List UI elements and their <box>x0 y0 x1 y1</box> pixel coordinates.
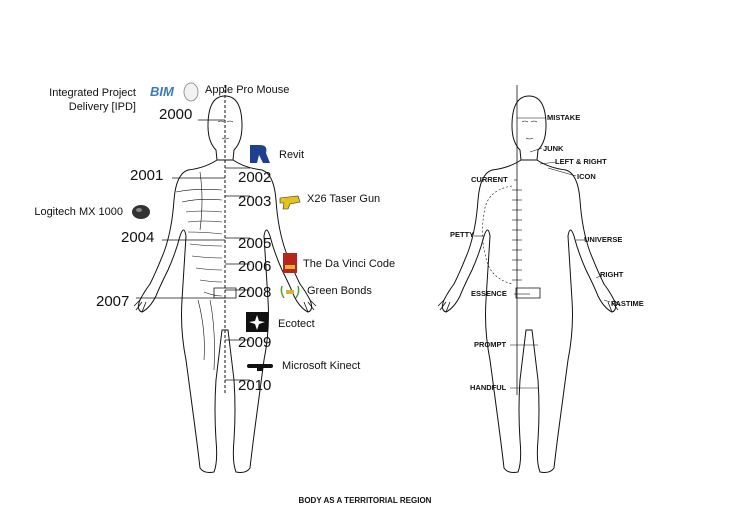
right-body-figure <box>437 95 621 473</box>
product-apple-pro-mouse: Apple Pro Mouse <box>205 84 290 96</box>
revit-logo-icon <box>250 145 270 163</box>
product-revit: Revit <box>279 149 305 161</box>
term-prompt: PROMPT <box>474 340 507 349</box>
ecotect-logo-icon <box>246 312 268 332</box>
year-2003: 2003 <box>238 193 272 210</box>
term-right: RIGHT <box>600 270 624 279</box>
kinect-sensor-icon <box>247 364 273 371</box>
logitech-mouse-icon <box>132 205 150 219</box>
left-body-figure <box>133 95 317 473</box>
apple-pro-mouse-icon <box>183 82 199 102</box>
term-current: CURRENT <box>471 175 508 184</box>
product-da-vinci-code: The Da Vinci Code <box>303 258 396 270</box>
product-ipd-label: Integrated Project Delivery [IPD] <box>49 87 136 113</box>
product-x26-taser-gun: X26 Taser Gun <box>307 193 381 205</box>
year-2004: 2004 <box>121 229 155 246</box>
term-handful: HANDFUL <box>470 383 507 392</box>
book-cover-icon <box>283 253 297 273</box>
term-left-right: LEFT & RIGHT <box>555 157 607 166</box>
year-2002: 2002 <box>238 169 272 186</box>
term-icon: ICON <box>577 172 596 181</box>
term-mistake: MISTAKE <box>547 113 581 122</box>
year-2005: 2005 <box>238 235 272 252</box>
diagram-caption: BODY AS A TERRITORIAL REGION <box>298 496 432 505</box>
ipd-logo-icon: BIM <box>150 84 175 99</box>
year-ticks <box>136 119 250 381</box>
year-2008: 2008 <box>238 284 272 301</box>
year-2010: 2010 <box>238 377 272 394</box>
year-2001: 2001 <box>130 167 164 184</box>
taser-gun-icon <box>279 195 301 210</box>
term-pastime: PASTIME <box>611 299 644 308</box>
year-2007: 2007 <box>96 293 130 310</box>
term-junk: JUNK <box>543 144 564 153</box>
year-2009: 2009 <box>238 334 272 351</box>
svg-text:BIM: BIM <box>150 84 175 99</box>
term-leaders <box>510 117 611 389</box>
product-logitech-mx-1000: Logitech MX 1000 <box>34 206 123 218</box>
year-2006: 2006 <box>238 258 272 275</box>
term-essence: ESSENCE <box>471 289 507 298</box>
product-green-bonds: Green Bonds <box>307 285 372 297</box>
term-universe: UNIVERSE <box>584 235 623 244</box>
ruler-ticks <box>512 189 522 281</box>
term-petty: PETTY <box>450 230 475 239</box>
year-2000: 2000 <box>159 106 193 123</box>
petty-region <box>482 185 513 285</box>
product-ecotect: Ecotect <box>278 318 315 330</box>
green-bonds-icon <box>280 285 300 299</box>
product-microsoft-kinect: Microsoft Kinect <box>282 360 361 372</box>
